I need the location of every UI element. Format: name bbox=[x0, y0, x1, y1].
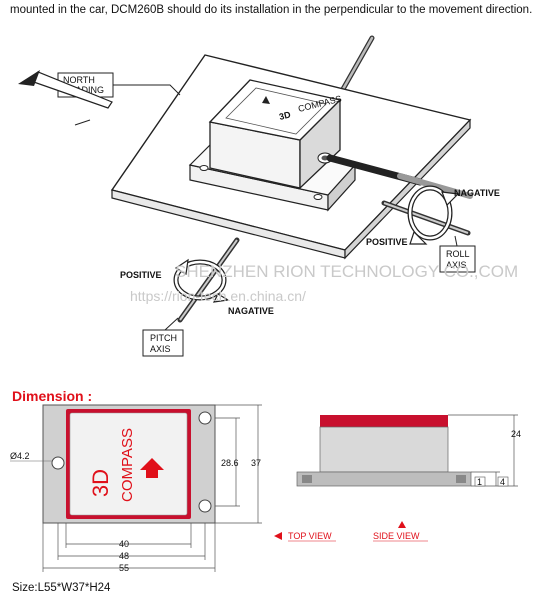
pitch-rotation-arrow-icon bbox=[173, 258, 230, 303]
pitch-axis-line1: PITCH bbox=[150, 333, 177, 343]
compass-module: 3D COMPASS bbox=[208, 79, 343, 190]
top-label-compass: COMPASS bbox=[119, 428, 136, 502]
roll-rotation-arrow-icon bbox=[407, 185, 460, 245]
north-heading-line1: NORTH bbox=[63, 75, 95, 85]
top-view-drawing: 3D COMPASS bbox=[42, 404, 216, 524]
roll-negative-label: NAGATIVE bbox=[454, 188, 500, 198]
dim-24-label: 24 bbox=[511, 429, 521, 439]
installation-diagram: 3D COMPASS NORTH HEADING NAGATIVE P bbox=[18, 35, 518, 357]
hole-dimension-label: Ø4.2 bbox=[10, 451, 30, 461]
top-view-arrow-icon bbox=[274, 532, 282, 540]
top-view-dimension-lines bbox=[42, 404, 262, 572]
roll-axis-line2: AXIS bbox=[446, 260, 467, 270]
watermark-line1: SHENZHEN RION TECHNOLOGY CO.,COM bbox=[175, 262, 518, 281]
top-arrow-icon bbox=[140, 458, 164, 478]
intro-text: mounted in the car, DCM260B should do it… bbox=[10, 4, 533, 16]
watermark-line2: https://rion-tech.en.china.cn/ bbox=[130, 288, 306, 304]
mount-hole-bottom-right bbox=[198, 499, 212, 513]
dim-28-6-label: 28.6 bbox=[221, 458, 239, 468]
dim-55-label: 55 bbox=[119, 563, 129, 573]
roll-axis-callout: ROLL AXIS bbox=[439, 235, 476, 273]
dim-4-label: 4 bbox=[500, 477, 505, 487]
pitch-negative-label: NAGATIVE bbox=[228, 306, 274, 316]
top-view-label: TOP VIEW bbox=[288, 531, 332, 541]
pitch-axis-callout: PITCH AXIS bbox=[142, 317, 184, 357]
module-arrow-icon bbox=[262, 96, 270, 104]
side-view-arrow-icon bbox=[398, 521, 406, 528]
mount-hole-left bbox=[51, 456, 65, 470]
side-view-label: SIDE VIEW bbox=[373, 531, 420, 541]
dimension-title: Dimension : bbox=[12, 388, 93, 404]
dim-37-label: 37 bbox=[251, 458, 261, 468]
module-brand: 3D bbox=[278, 109, 292, 122]
roll-axis-line1: ROLL bbox=[446, 249, 470, 259]
north-heading-arrow-icon bbox=[18, 70, 113, 109]
dim-1-label: 1 bbox=[477, 477, 482, 487]
pitch-positive-label: POSITIVE bbox=[120, 270, 162, 280]
side-view-drawing bbox=[296, 415, 472, 487]
roll-positive-label: POSITIVE bbox=[366, 237, 408, 247]
top-label-3d: 3D bbox=[88, 469, 113, 497]
dim-48-label: 48 bbox=[119, 551, 129, 561]
pitch-axis-line2: AXIS bbox=[150, 344, 171, 354]
mount-hole-top-right bbox=[198, 411, 212, 425]
side-view-dimension-lines bbox=[448, 414, 518, 487]
size-text: Size:L55*W37*H24 bbox=[12, 582, 111, 594]
dim-40-label: 40 bbox=[119, 539, 129, 549]
